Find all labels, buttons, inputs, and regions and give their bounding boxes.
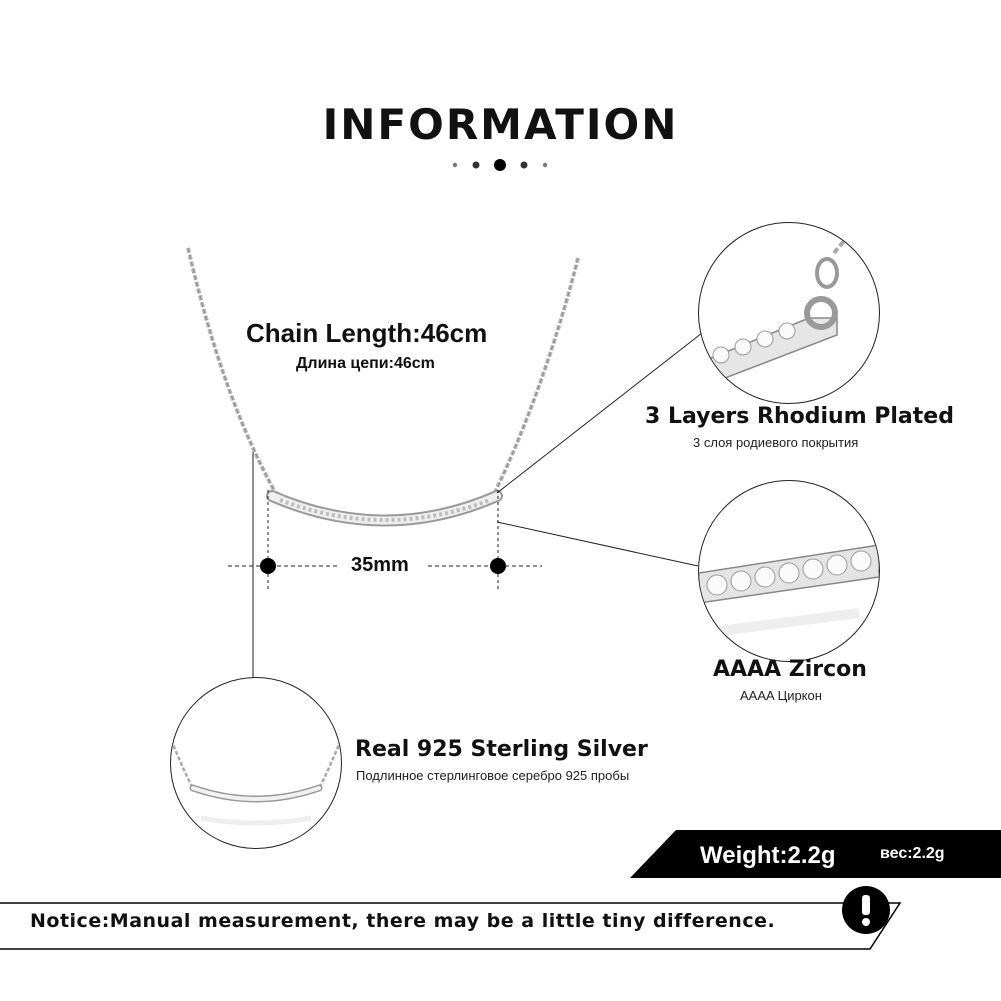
chain-length-label: Chain Length:46cm xyxy=(246,318,488,348)
page-title: INFORMATION xyxy=(322,100,679,149)
dimension-marker-right xyxy=(490,558,506,574)
feature-silver-title: Real 925 Sterling Silver xyxy=(355,737,648,762)
notice-text: Notice:Manual measurement, there may be … xyxy=(30,910,776,932)
detail-circle-clasp xyxy=(698,222,880,404)
feature-zircon-title: AAAA Zircon xyxy=(713,657,867,682)
weight-label: Weight:2.2g xyxy=(700,842,836,869)
notice-frame xyxy=(0,902,902,950)
width-dimension-label: 35mm xyxy=(351,554,409,576)
detail-circle-zircon xyxy=(698,480,880,662)
weight-banner xyxy=(630,830,1001,878)
feature-silver-subtitle: Подлинное стерлинговое серебро 925 пробы xyxy=(356,768,630,783)
chain-length-label-ru: Длина цепи:46cm xyxy=(296,355,435,372)
feature-rhodium-title: 3 Layers Rhodium Plated xyxy=(645,404,954,429)
title-dots-divider xyxy=(452,159,548,171)
feature-rhodium-subtitle: 3 слоя родиевого покрытия xyxy=(693,435,859,450)
weight-label-ru: вес:2.2g xyxy=(880,845,945,862)
exclamation-icon xyxy=(842,886,890,934)
dimension-marker-left xyxy=(260,558,276,574)
feature-zircon-subtitle: AAAA Циркон xyxy=(740,688,822,703)
detail-circle-silver xyxy=(170,677,342,849)
